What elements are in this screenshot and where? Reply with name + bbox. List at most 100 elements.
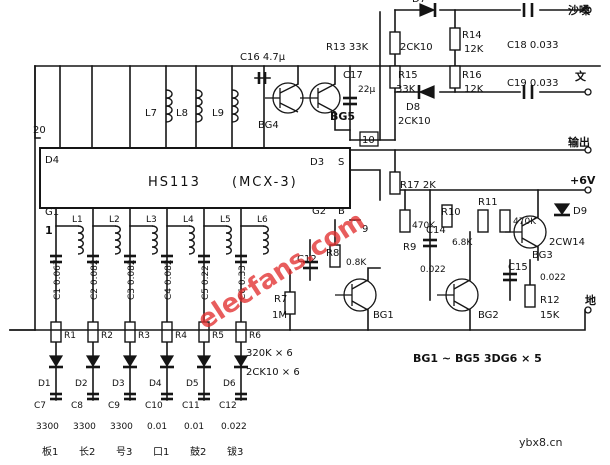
- r16-value: 12K: [464, 84, 484, 95]
- c19-label: C19 0.033: [507, 78, 559, 89]
- stage-1-inductor: [77, 225, 84, 255]
- r11-value: 470K: [513, 217, 537, 227]
- stage-2-cap-label: C2 0.082: [90, 259, 100, 300]
- stage-5-diode-label: D5: [186, 379, 199, 389]
- stage-2-inductor: [114, 225, 121, 255]
- stage-3-resistor: [124, 321, 136, 343]
- label-output: 输出: [568, 135, 590, 149]
- ic-pin-g1: G1: [45, 207, 59, 218]
- r9-value: 470K: [412, 221, 436, 231]
- stage-2-diode-label: D2: [75, 379, 88, 389]
- resistor-r10: R10 6.8K: [441, 204, 473, 248]
- terminal-top1[interactable]: [584, 6, 592, 14]
- stage-6-key-label: 钹3: [227, 445, 243, 458]
- stage-2-bottom-value: 3300: [73, 422, 96, 432]
- terminal-supply[interactable]: [584, 186, 592, 194]
- transistor-bg3: BG3: [505, 189, 553, 261]
- l9-label: L9: [212, 108, 224, 119]
- stage-6-diode: [233, 355, 249, 368]
- c17-label: C17: [343, 70, 363, 81]
- ic-pin-d4: D4: [45, 155, 59, 166]
- stage-5-bottom-cap-label: C11: [182, 401, 200, 411]
- stage-1-resistor: [50, 321, 62, 343]
- terminal-output[interactable]: [584, 146, 592, 154]
- ic-pin-d3: D3: [310, 157, 324, 168]
- resistor-r12: R12 15K: [524, 259, 560, 321]
- stage-5-cap-label: C5 0.22: [201, 265, 211, 300]
- stage-5-key-label: 鼓2: [190, 445, 206, 458]
- stage-1-diode: [48, 355, 64, 368]
- transistor-bg5: BG5: [300, 82, 355, 123]
- stage-1-bottom-value: 3300: [36, 422, 59, 432]
- c15-value: 0.022: [540, 273, 566, 283]
- stage-5-inductor: [225, 225, 232, 255]
- pot-note: 320K × 6: [246, 348, 293, 359]
- r13-label: R13 33K: [326, 42, 369, 53]
- ic-pin9: 9: [362, 224, 368, 235]
- resistor-r11: R11: [477, 197, 498, 233]
- stage-2-diode: [85, 355, 101, 368]
- resistor-r14: R14 12K: [449, 27, 484, 55]
- r14-label: R14: [462, 30, 482, 41]
- zener-d9: D9 2CW14: [549, 203, 587, 248]
- label-top1: 沙嗓: [568, 4, 591, 17]
- stage-3-resistor-label: R3: [138, 331, 150, 341]
- inductor-l8: L8: [176, 89, 203, 123]
- d9-label: D9: [573, 206, 587, 217]
- stage-6-inductor-label: L6: [257, 215, 268, 225]
- stage-6-resistor: [235, 321, 247, 343]
- stage-6-bottom-cap-label: C12: [219, 401, 237, 411]
- stage-3-diode-label: D3: [112, 379, 125, 389]
- c16-label: C16 4.7μ: [240, 52, 286, 63]
- diode-d7: D7: [412, 0, 437, 17]
- diode-d8: D8 2CK10: [398, 85, 435, 127]
- c18-label: C18 0.033: [507, 40, 559, 51]
- bg4-label: BG4: [258, 120, 279, 131]
- r15-label: R15: [398, 70, 418, 81]
- ic-pin-g2: G2: [312, 206, 326, 217]
- capacitor-c17: C17 22μ: [343, 65, 375, 141]
- r10-label: R10: [441, 207, 461, 218]
- resistor-r17: R17 2K: [389, 171, 436, 195]
- ic-part-number: HS113: [148, 175, 201, 190]
- filter-bank-notes: 320K × 6 2CK10 × 6: [246, 348, 300, 378]
- stage-6-bottom-value: 0.022: [221, 422, 247, 432]
- ic-pin1: 1: [45, 224, 53, 237]
- r14-value: 12K: [464, 44, 484, 55]
- stage-1-bottom-cap-label: C7: [34, 401, 46, 411]
- transistor-bg1: BG1: [335, 267, 394, 331]
- r10-value: 6.8K: [452, 238, 473, 248]
- terminal-top2[interactable]: [584, 88, 592, 96]
- d8-label: D8: [406, 102, 420, 113]
- ic-hs113: D4 G1 D3 S G2 B HS113 (MCX-3) 10 20 1 9: [33, 125, 379, 237]
- r15-value: 33K: [396, 84, 416, 95]
- inductor-l7: L7: [145, 89, 173, 123]
- r7-label: R7: [274, 294, 287, 305]
- bg2-label: BG2: [478, 310, 499, 321]
- ic-model: (MCX-3): [232, 175, 298, 190]
- bg1-label: BG1: [373, 310, 394, 321]
- c15-label: C15: [508, 262, 528, 273]
- transistor-note: BG1 ~ BG5 3DG6 × 5: [413, 352, 542, 365]
- stage-2-resistor-label: R2: [101, 331, 113, 341]
- label-top2: 文: [575, 69, 587, 83]
- bg5-label: BG5: [330, 110, 355, 123]
- stage-6-inductor: [262, 225, 269, 255]
- transistor-bg2: BG2: [437, 231, 499, 331]
- r12-value: 15K: [540, 310, 560, 321]
- stage-3-bottom-cap-label: C9: [108, 401, 120, 411]
- c12-label: C12: [297, 254, 317, 265]
- r11-label: R11: [478, 197, 498, 208]
- stage-4-resistor: [161, 321, 173, 343]
- resistor-r16: R16 12K: [449, 65, 484, 95]
- stage-6-resistor-label: R6: [249, 331, 261, 341]
- stage-5-bottom-value: 0.01: [184, 422, 204, 432]
- stage-3-bottom-value: 3300: [110, 422, 133, 432]
- stage-2-inductor-label: L2: [109, 215, 120, 225]
- stage-4-key-label: 口1: [153, 447, 169, 458]
- r13-diode-type: 2CK10: [400, 42, 433, 53]
- terminal-ground[interactable]: [584, 306, 592, 314]
- stage-6-diode-label: D6: [223, 379, 236, 389]
